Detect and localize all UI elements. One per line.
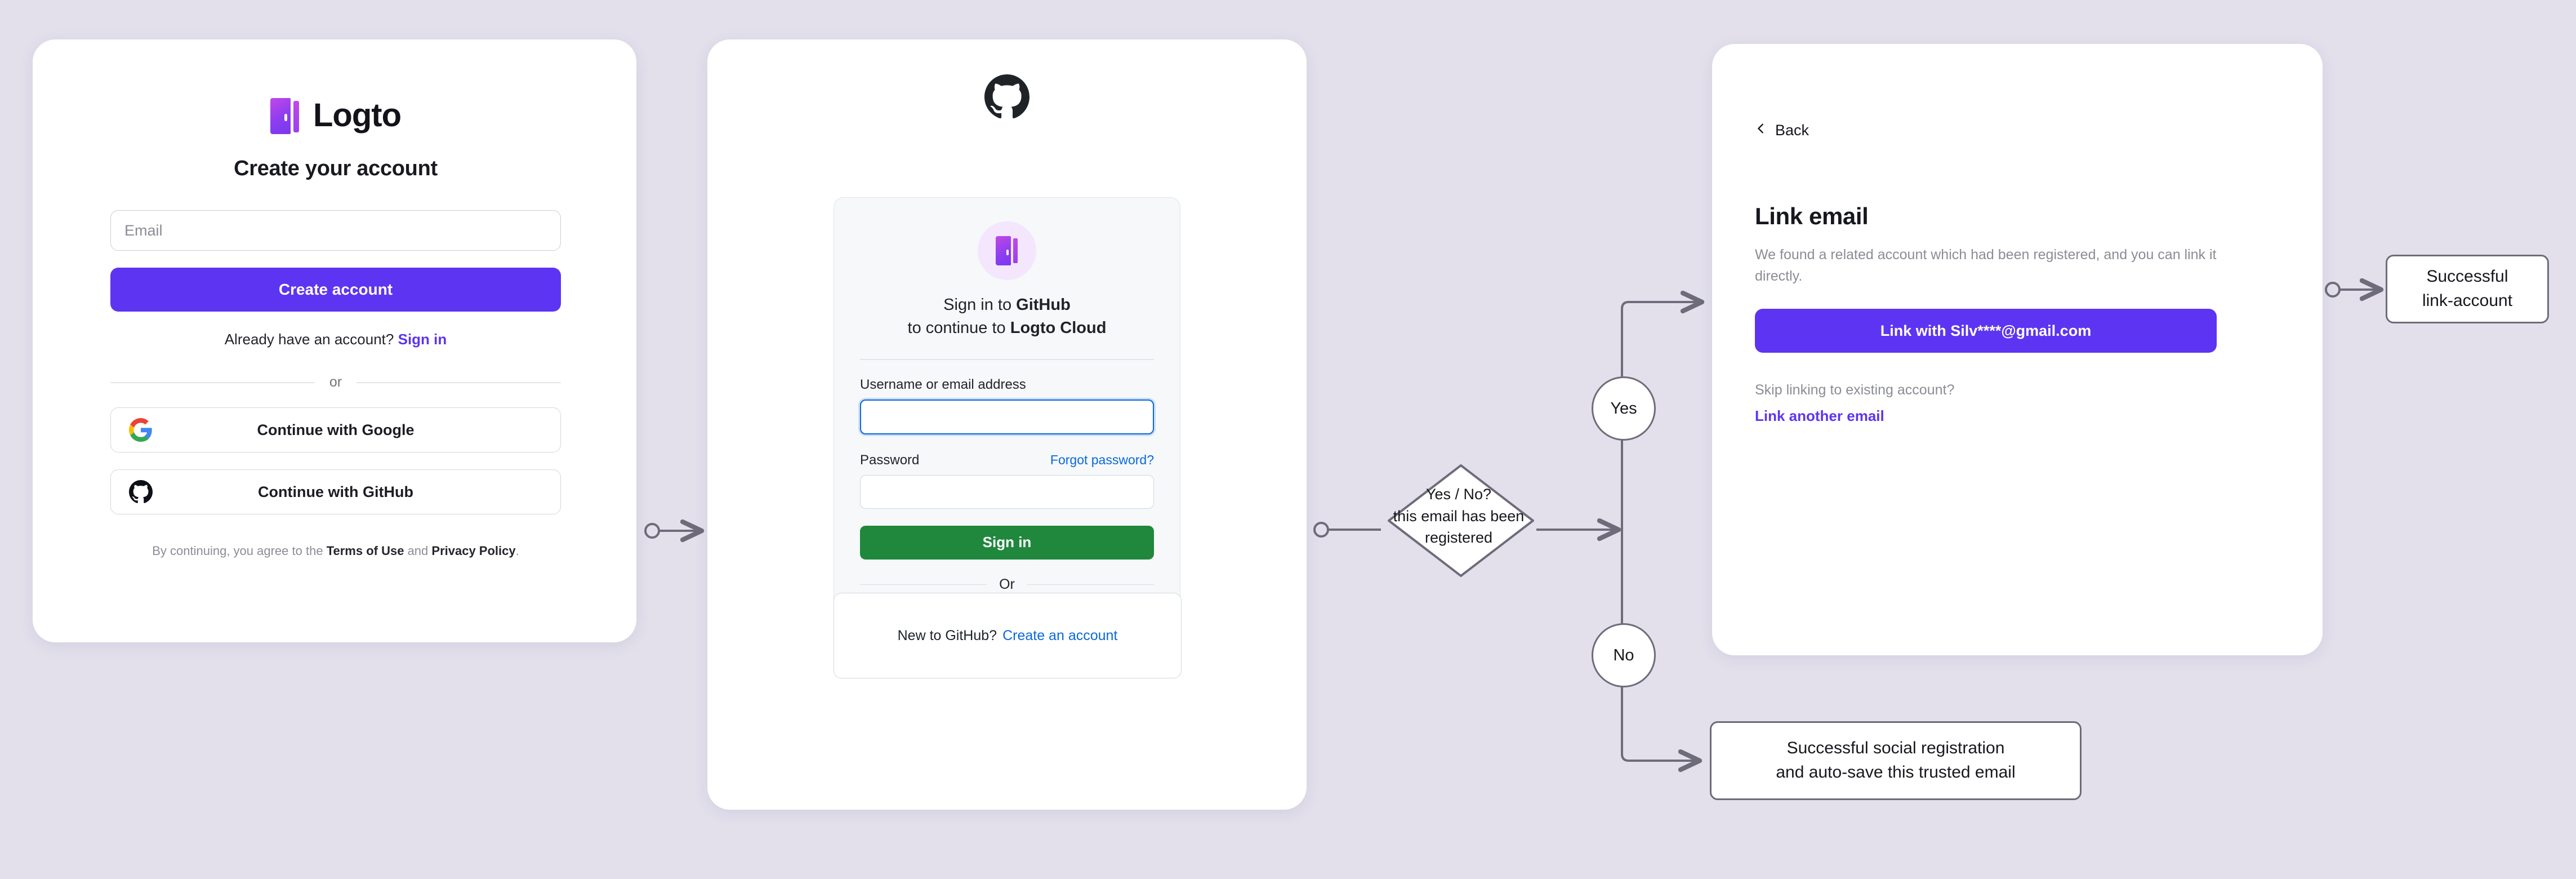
gh-or-label: Or [999,576,1015,592]
panel-divider [860,359,1154,360]
google-button-label: Continue with Google [257,421,415,438]
skip-linking-label: Skip linking to existing account? [1755,382,1955,398]
github-logo-icon [984,74,1029,119]
branch-no-node: No [1592,623,1656,687]
github-icon [129,480,153,504]
privacy-policy-link[interactable]: Privacy Policy [431,544,516,558]
terms-period: . [515,544,519,558]
logto-logo: Logto [110,90,561,141]
outcome-link-account-box: Successful link-account [2386,255,2549,323]
username-input[interactable] [860,399,1154,434]
page-title: Create your account [234,157,438,180]
link-with-email-button[interactable]: Link with Silv****@gmail.com [1755,309,2217,353]
or-divider: or [110,374,561,390]
new-to-github-label: New to GitHub? [897,627,997,643]
sign-in-link[interactable]: Sign in [398,331,447,348]
logto-app-avatar [978,221,1036,280]
decision-text: Yes / No? this email has been registered [1348,483,1569,549]
already-have-account-label: Already have an account? [224,331,394,348]
terms-notice: By continuing, you agree to the Terms of… [110,544,561,558]
divider-line-left [110,381,315,383]
github-signin-heading: Sign in to GitHub to continue to Logto C… [860,294,1154,340]
continue-with-google-button[interactable]: Continue with Google [110,407,561,452]
divider-line-right [356,381,561,383]
github-sign-in-button[interactable]: Sign in [860,525,1154,560]
logto-door-icon [270,96,301,135]
forgot-password-link[interactable]: Forgot password? [1050,452,1154,467]
signup-card: Logto Create your account Email Create a… [33,39,636,642]
branch-yes-node: Yes [1592,376,1656,441]
brand-name: Logto [313,97,402,134]
create-account-button[interactable]: Create account [110,268,561,312]
link-email-title: Link email [1755,203,1869,229]
or-label: or [329,374,342,390]
google-icon [129,418,153,442]
logto-door-icon-small [996,236,1018,265]
signin-line1-brand: GitHub [1016,296,1071,314]
outcome-social-registration-box: Successful social registration and auto-… [1710,721,2082,800]
outcome-link-line-2: link-account [2422,291,2513,310]
terms-and: and [407,544,429,558]
decision-line-1: Yes / No? [1425,486,1492,503]
continue-with-github-button[interactable]: Continue with GitHub [110,469,561,514]
decision-line-3: registered [1424,529,1493,547]
outcome-social-line-1: Successful social registration [1786,739,2005,758]
signin-line1-prefix: Sign in to [943,296,1012,314]
email-placeholder: Email [124,221,163,239]
new-to-github-box: New to GitHub? Create an account [834,593,1182,678]
decision-diamond: Yes / No? this email has been registered [1385,462,1534,577]
link-email-description: We found a related account which had bee… [1755,247,2217,284]
outcome-link-line-1: Successful [2426,267,2508,286]
link-email-card: Back Link email We found a related accou… [1712,44,2323,655]
password-label-row: Password Forgot password? [860,452,1154,468]
github-signin-card: Sign in to GitHub to continue to Logto C… [707,39,1307,810]
gh-divider-line-left [860,584,987,585]
back-label: Back [1775,122,1810,139]
link-another-email-link[interactable]: Link another email [1755,407,1884,424]
outcome-social-line-2: and auto-save this trusted email [1776,763,2016,782]
terms-prefix: By continuing, you agree to the [152,544,323,558]
github-or-divider: Or [860,576,1154,593]
email-input[interactable]: Email [110,210,561,251]
create-an-account-link[interactable]: Create an account [1002,627,1118,643]
terms-of-use-link[interactable]: Terms of Use [326,544,404,558]
signin-line2-prefix: to continue to [907,319,1006,338]
back-button[interactable]: Back [1755,121,1809,140]
decision-line-2: this email has been [1393,507,1525,525]
already-have-account-row: Already have an account? Sign in [110,331,561,348]
gh-divider-line-right [1027,584,1154,585]
password-input[interactable] [860,474,1154,509]
username-label: Username or email address [860,376,1026,392]
chevron-left-icon [1755,121,1767,140]
github-button-label: Continue with GitHub [258,483,413,500]
signin-line2-brand: Logto Cloud [1010,319,1107,338]
password-label: Password [860,452,920,468]
